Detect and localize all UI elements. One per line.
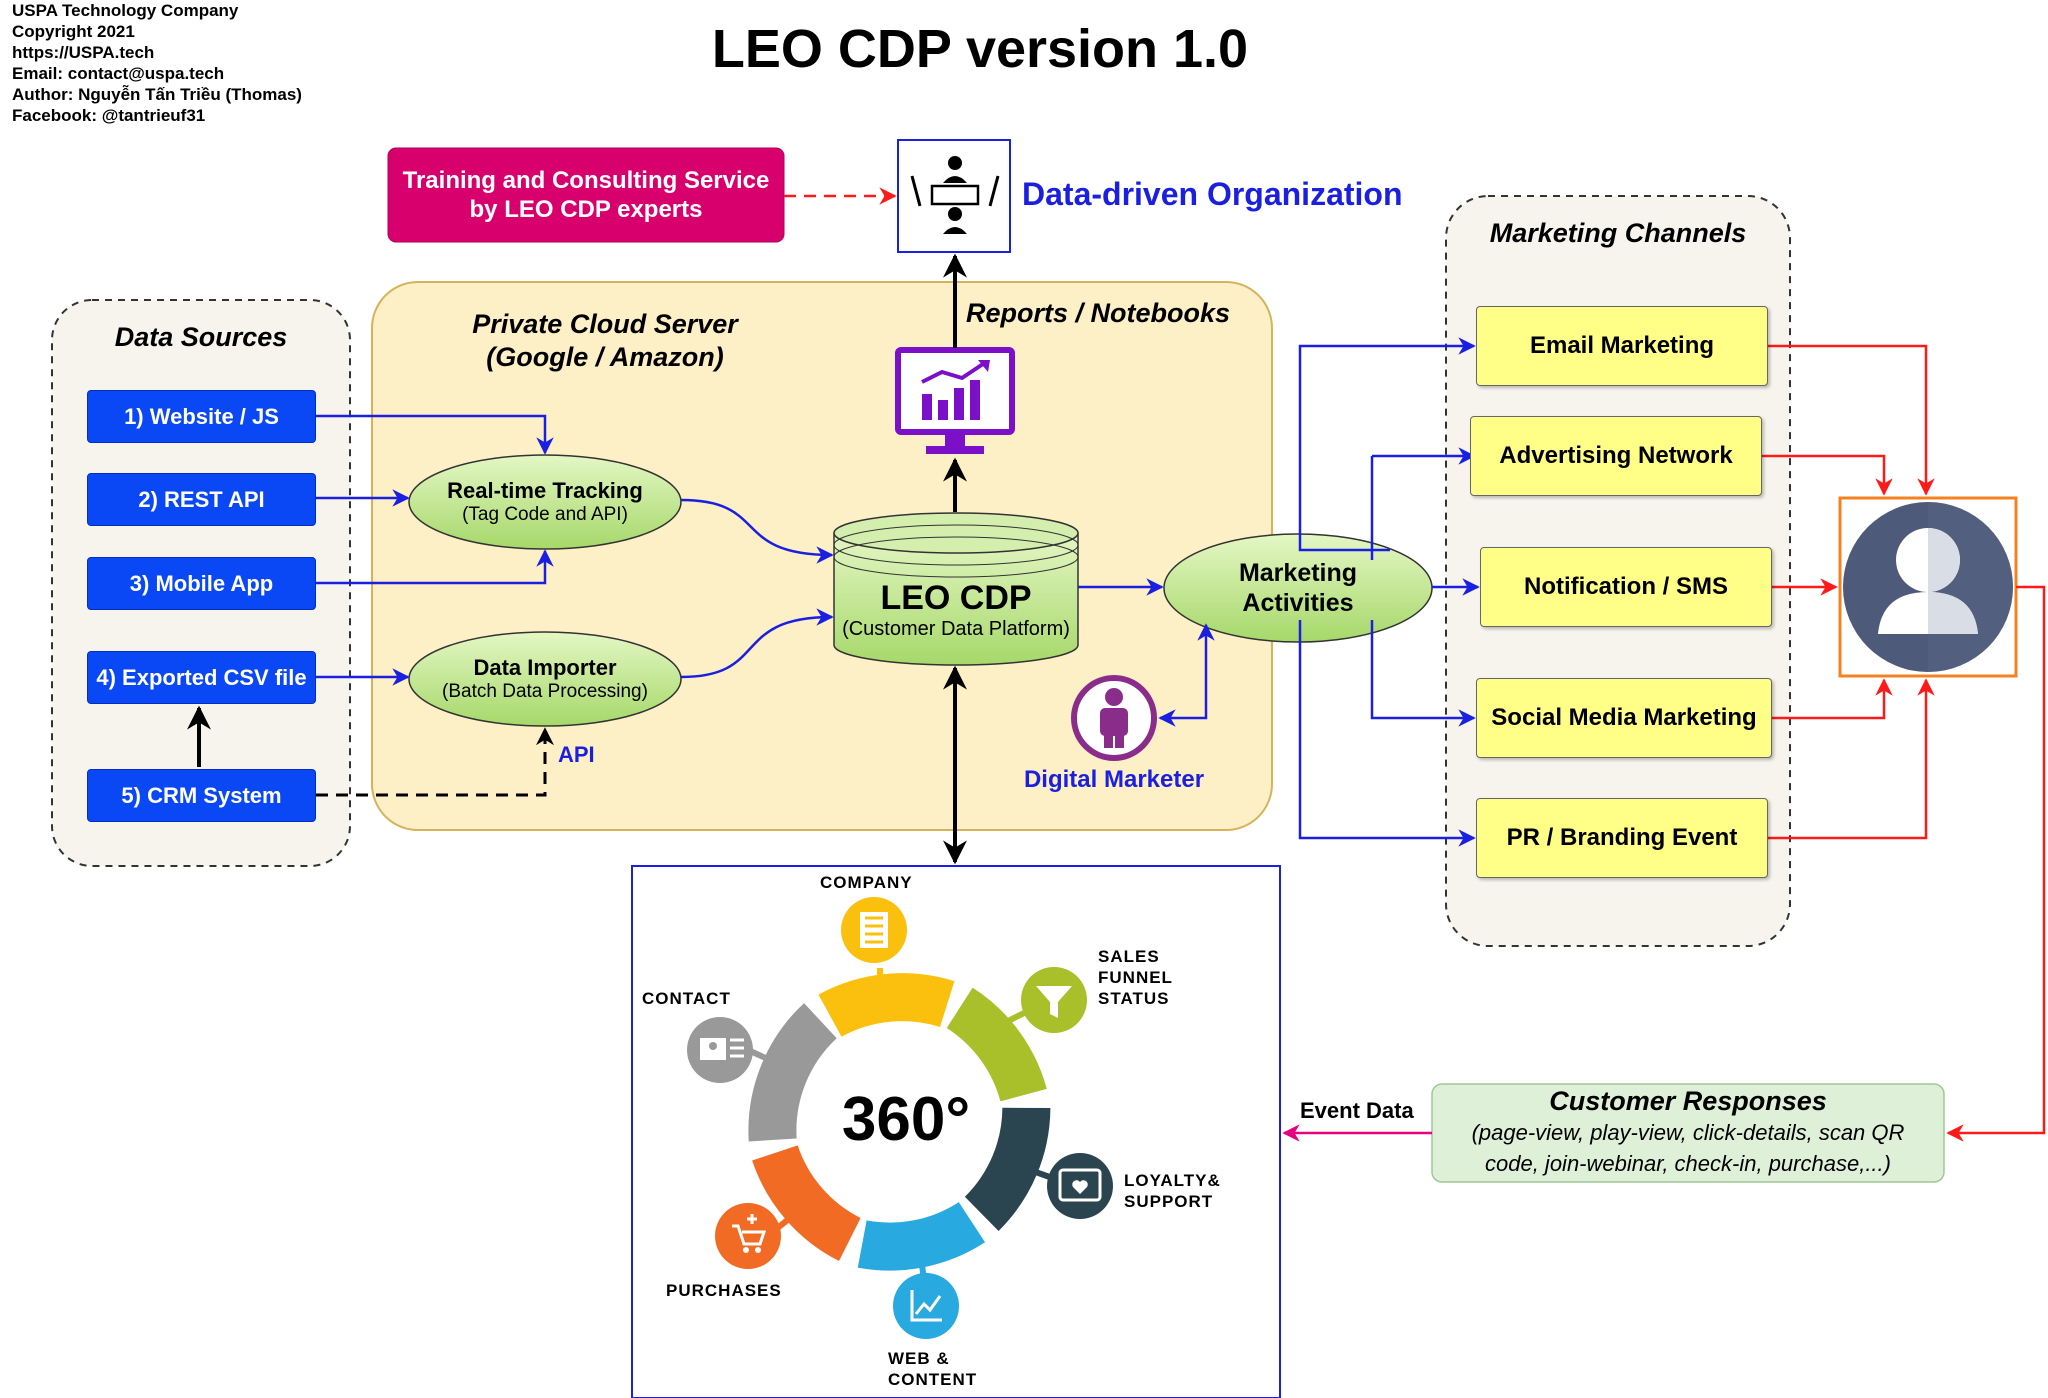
credit-copyright: Copyright 2021 [12,22,135,41]
leo-cdp-cylinder [833,512,1079,666]
leo-cdp-title: LEO CDP [880,579,1032,617]
source-rest-api-button[interactable]: 2) REST API [87,473,316,526]
channel-notification-sms[interactable]: Notification / SMS [1480,547,1772,627]
source-website-button[interactable]: 1) Website / JS [87,390,316,443]
segment-web-label: WEB & CONTENT [888,1348,977,1390]
arrow-marketer-activities [1158,623,1215,727]
training-line1: Training and Consulting Service [402,167,770,194]
arrow-importer-cdp [680,608,834,679]
segment-sales-line3: STATUS [1098,989,1170,1008]
training-label: Training and Consulting Service by LEO C… [388,148,784,242]
data-sources-title: Data Sources [114,322,288,352]
page-title: LEO CDP version 1.0 [711,19,1249,79]
loyalty-support-icon [1047,1153,1113,1219]
arrow-crm-importer [316,727,554,797]
marketing-channels-title: Marketing Channels [1489,218,1747,248]
importer-title: Data Importer [473,655,617,680]
segment-sales-line1: SALES [1098,947,1160,966]
tracking-label: Real-time Tracking (Tag Code and API) [409,460,681,544]
segment-loyalty-line1: LOYALTY& [1124,1171,1221,1190]
purchases-icon [715,1203,781,1269]
arrow-customer-responses [1946,585,2046,1142]
marketing-activities-line1: Marketing [1238,559,1358,587]
private-cloud-title: Private Cloud Server (Google / Amazon) [420,308,790,374]
customer-responses-text: Customer Responses (page-view, play-view… [1432,1086,1944,1179]
training-line2: by LEO CDP experts [469,196,703,223]
credit-facebook: Facebook: @tantrieuf31 [12,106,206,125]
meeting-icon [897,139,1011,253]
channel-pr-branding-event[interactable]: PR / Branding Event [1476,798,1768,878]
sales-funnel-icon [1021,967,1087,1033]
arrow-tracking-cdp [680,498,834,564]
source-csv-button[interactable]: 4) Exported CSV file [87,651,316,704]
importer-subtitle: (Batch Data Processing) [442,681,648,702]
data-driven-org-label: Data-driven Organization [1022,176,1403,212]
credit-email[interactable]: Email: contact@uspa.tech [12,64,225,83]
profile-360-center: 360° [841,1085,971,1154]
arrow-activities-pr [1298,620,1476,847]
reports-monitor-icon [895,347,1015,454]
segment-loyalty-label: LOYALTY& SUPPORT [1124,1170,1221,1212]
importer-label: Data Importer (Batch Data Processing) [409,637,681,721]
segment-contact-label: CONTACT [642,989,731,1008]
source-mobile-app-button[interactable]: 3) Mobile App [87,557,316,610]
arrow-website-tracking [316,414,554,455]
leo-cdp-label: LEO CDP (Customer Data Platform) [834,570,1078,650]
api-label: API [558,742,595,767]
customer-responses-line1: (page-view, play-view, click-details, sc… [1471,1120,1905,1145]
channel-social-media-marketing[interactable]: Social Media Marketing [1476,678,1772,758]
customer-responses-line2: code, join-webinar, check-in, purchase,.… [1485,1151,1891,1176]
arrow-email-customer [1768,344,1935,496]
arrow-activities-social [1370,620,1476,727]
arrow-activities-email [1298,337,1476,552]
leo-cdp-subtitle: (Customer Data Platform) [842,618,1070,640]
private-cloud-line1: Private Cloud Server [472,309,738,339]
source-crm-button[interactable]: 5) CRM System [87,769,316,822]
marketing-activities-line2: Activities [1242,589,1354,617]
arrow-mobile-tracking [316,549,554,585]
segment-sales-label: SALES FUNNEL STATUS [1098,946,1173,1009]
marketing-activities-label: Marketing Activities [1164,540,1432,636]
segment-loyalty-line2: SUPPORT [1124,1192,1214,1211]
segment-web-line2: CONTENT [888,1370,978,1389]
private-cloud-line2: (Google / Amazon) [486,342,724,372]
credit-author: Author: Nguyễn Tấn Triều (Thomas) [12,85,302,104]
contact-icon [687,1017,753,1083]
event-data-label: Event Data [1300,1098,1414,1123]
profile-360-ring [748,973,1051,1271]
customer-responses-title: Customer Responses [1549,1086,1827,1116]
digital-marketer-label: Digital Marketer [1023,766,1205,793]
segment-purchases-label: PURCHASES [666,1281,782,1300]
arrow-pr-customer [1768,678,1935,840]
credits-block: USPA Technology Company Copyright 2021 h… [12,0,302,126]
web-content-icon [893,1273,959,1339]
credit-website[interactable]: https://USPA.tech [12,43,155,62]
tracking-title: Real-time Tracking [447,478,643,503]
arrow-ads-customer [1762,454,1893,496]
tracking-subtitle: (Tag Code and API) [462,504,628,525]
channel-email-marketing[interactable]: Email Marketing [1476,306,1768,386]
reports-label: Reports / Notebooks [966,298,1231,328]
arrow-social-customer [1772,678,1893,720]
segment-company-label: COMPANY [820,873,913,892]
credit-company: USPA Technology Company [12,1,239,20]
segment-web-line1: WEB & [888,1349,950,1368]
segment-sales-line2: FUNNEL [1098,968,1173,987]
customer-profile-icon [1838,496,2018,678]
channel-advertising-network[interactable]: Advertising Network [1470,416,1762,496]
company-icon [841,897,907,963]
digital-marketer-icon [1071,675,1157,761]
